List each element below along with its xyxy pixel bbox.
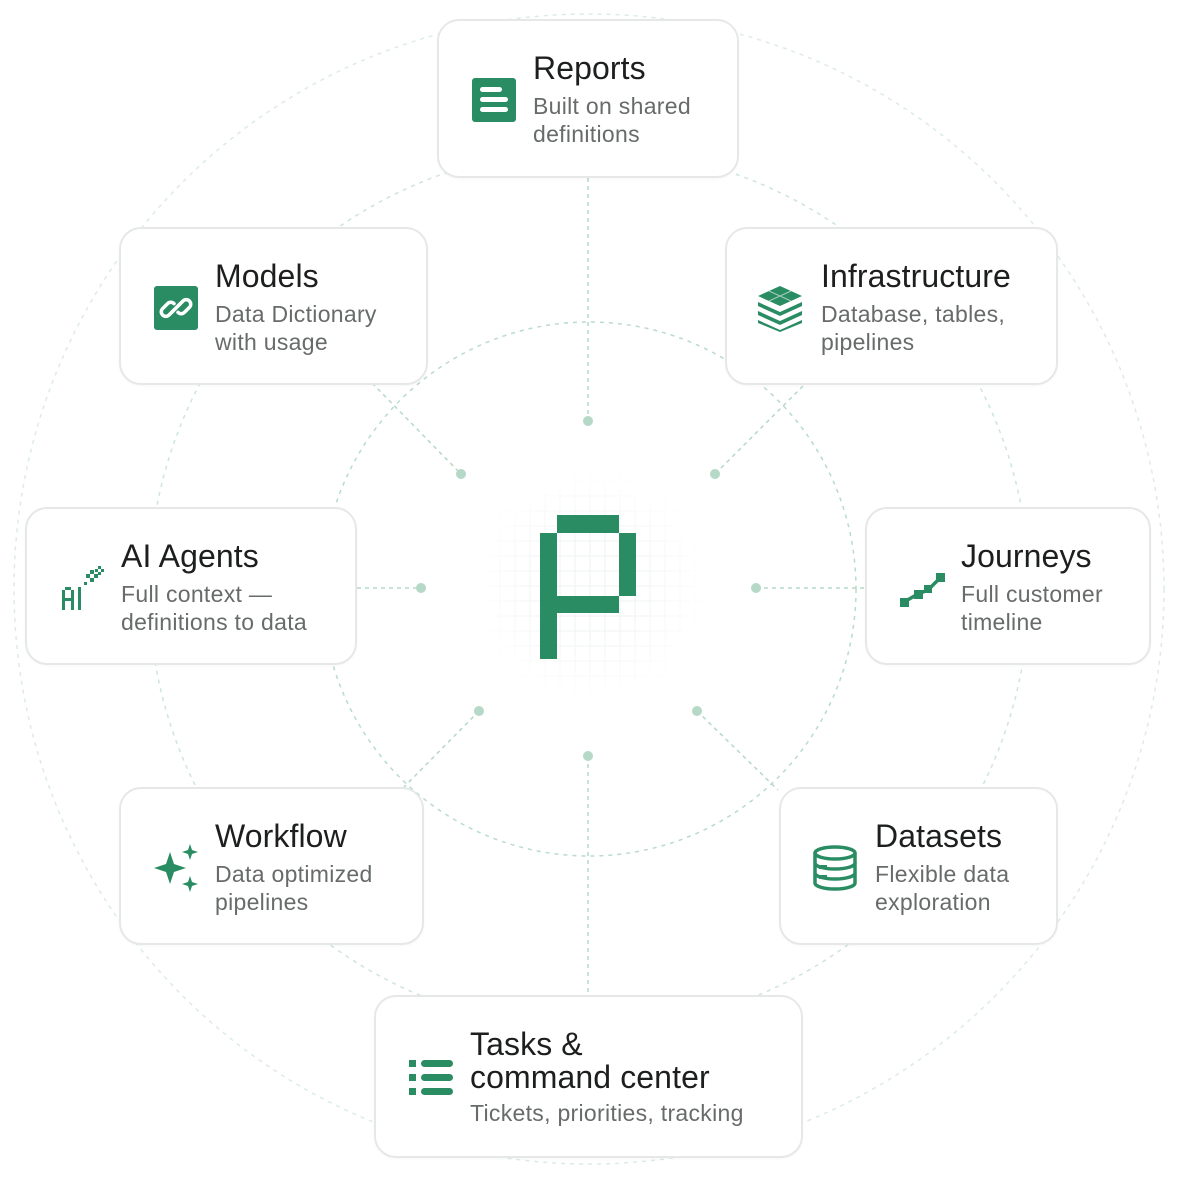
timeline-icon [898, 564, 946, 612]
journeys-description: Full customer timeline [961, 581, 1103, 635]
connector-models [371, 382, 462, 475]
connector-dot-workflow [474, 706, 484, 716]
card-ai-agents[interactable]: AI Agents Full context — definitions to … [25, 507, 357, 665]
card-models[interactable]: Models Data Dictionary with usage [119, 227, 428, 385]
card-reports[interactable]: Reports Built on shared definitions [437, 19, 739, 178]
ai-agents-title: AI Agents [121, 538, 259, 574]
link-icon [152, 284, 200, 332]
connector-dot-infrastructure [710, 469, 720, 479]
connector-dot-datasets [692, 706, 702, 716]
ai-agents-description: Full context — definitions to data [121, 581, 307, 635]
datasets-description: Flexible data exploration [875, 861, 1010, 915]
reports-title: Reports [533, 50, 646, 86]
tasks-title: Tasks & command center [470, 1026, 710, 1095]
outer-ring [13, 13, 1165, 1165]
card-datasets[interactable]: Datasets Flexible data exploration [779, 787, 1058, 945]
connector-dot-models [456, 469, 466, 479]
connector-dot-reports [583, 416, 593, 426]
infrastructure-description: Database, tables, pipelines [821, 301, 1006, 355]
card-journeys[interactable]: Journeys Full customer timeline [865, 507, 1151, 665]
product-logo-icon [470, 466, 710, 706]
models-description: Data Dictionary with usage [215, 301, 377, 355]
connector-dot-ai-agents [416, 583, 426, 593]
connector-dot-journeys [751, 583, 761, 593]
document-icon [470, 76, 518, 124]
center-hub [470, 466, 710, 706]
card-tasks[interactable]: Tasks & command center Tickets, prioriti… [374, 995, 803, 1158]
list-icon [407, 1054, 455, 1102]
reports-description: Built on shared definitions [533, 93, 691, 147]
workflow-description: Data optimized pipelines [215, 861, 373, 915]
workflow-title: Workflow [215, 818, 347, 854]
datasets-title: Datasets [875, 818, 1003, 854]
infrastructure-title: Infrastructure [821, 258, 1011, 294]
database-icon [811, 844, 859, 892]
tasks-description: Tickets, priorities, tracking [470, 1100, 744, 1126]
models-title: Models [215, 258, 319, 294]
connector-infrastructure [714, 385, 804, 475]
card-infrastructure[interactable]: Infrastructure Database, tables, pipelin… [725, 227, 1058, 385]
connector-workflow [403, 710, 480, 788]
connector-dot-tasks [583, 751, 593, 761]
connector-datasets [696, 710, 779, 791]
card-workflow[interactable]: Workflow Data optimized pipelines [119, 787, 424, 945]
sparkles-icon [152, 844, 200, 892]
journeys-title: Journeys [961, 538, 1092, 574]
ai-sparkle-icon [60, 564, 108, 612]
layers-icon [756, 284, 804, 332]
